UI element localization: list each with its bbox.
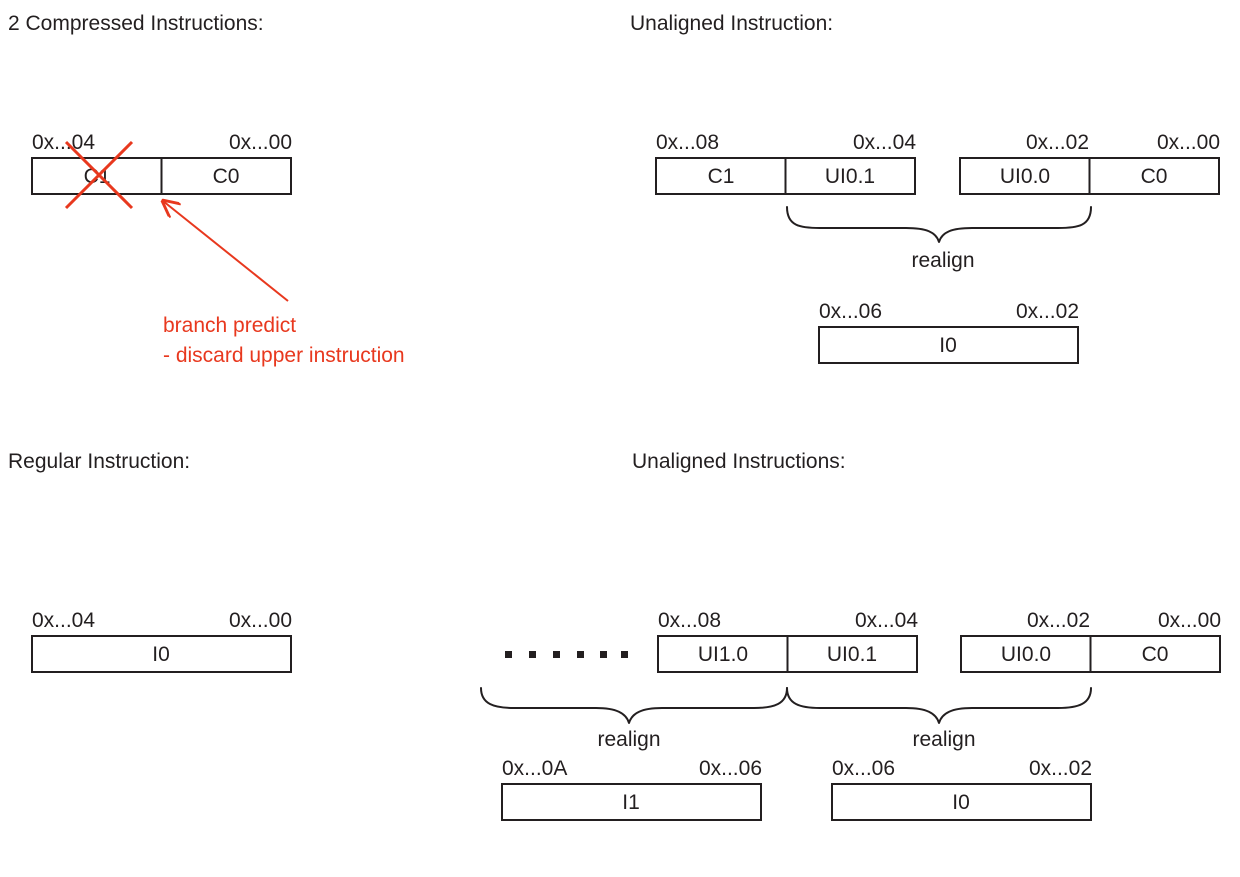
- panel-regular-instruction: Regular Instruction: 0x...04 0x...00 I0: [8, 450, 292, 673]
- realign-label-right: realign: [912, 728, 975, 751]
- address-label-low: 0x...06: [699, 757, 762, 780]
- panel-compressed-instructions: 2 Compressed Instructions: 0x...04 0x...…: [8, 12, 405, 367]
- cell-ui0-1-label: UI0.1: [825, 165, 875, 188]
- heading-unaligned-single: Unaligned Instruction:: [630, 12, 833, 35]
- cell-ui0-0-label: UI0.0: [1000, 165, 1050, 188]
- instruction-i1-label: I1: [622, 791, 640, 814]
- cell-c0-label: C0: [213, 165, 240, 188]
- cell-c0-label: C0: [1142, 643, 1169, 666]
- annotation-line-2: - discard upper instruction: [163, 344, 405, 367]
- address-label-low: 0x...00: [1157, 131, 1220, 154]
- instruction-i0-label: I0: [939, 334, 957, 357]
- cell-ui0-1-label: UI0.1: [827, 643, 877, 666]
- address-label-high: 0x...08: [658, 609, 721, 632]
- cell-c1-label: C1: [708, 165, 735, 188]
- instruction-i0-label: I0: [152, 643, 170, 666]
- realign-label-left: realign: [597, 728, 660, 751]
- branch-predict-arrow: [163, 201, 289, 302]
- realigned-instruction-i0-box: [831, 783, 1092, 821]
- address-label-high: 0x...08: [656, 131, 719, 154]
- address-label-high: 0x...0A: [502, 757, 567, 780]
- discard-cross-icon: [64, 140, 134, 210]
- realign-brace-left: [480, 687, 788, 724]
- address-label-high: 0x...04: [32, 131, 95, 154]
- realigned-instruction-i1-box: [501, 783, 762, 821]
- cell-ui1-0-label: UI1.0: [698, 643, 748, 666]
- continuation-dots: ......: [505, 651, 628, 658]
- address-label-high: 0x...06: [832, 757, 895, 780]
- address-label-low: 0x...04: [853, 131, 916, 154]
- address-label-low: 0x...00: [229, 609, 292, 632]
- address-label-low: 0x...00: [1158, 609, 1221, 632]
- heading-unaligned-multi: Unaligned Instructions:: [632, 450, 846, 473]
- address-label-high: 0x...04: [32, 609, 95, 632]
- cell-c0-label: C0: [1141, 165, 1168, 188]
- realign-brace-right: [786, 687, 1092, 724]
- address-label-low: 0x...04: [855, 609, 918, 632]
- fetch-word-box: [31, 635, 292, 673]
- panel-unaligned-instruction: Unaligned Instruction: 0x...08 0x...04 C…: [630, 12, 1220, 364]
- heading-regular: Regular Instruction:: [8, 450, 190, 473]
- realign-brace: [786, 206, 1092, 243]
- address-label-low: 0x...02: [1029, 757, 1092, 780]
- address-label-low: 0x...00: [229, 131, 292, 154]
- address-label-low: 0x...02: [1016, 300, 1079, 323]
- heading-compressed: 2 Compressed Instructions:: [8, 12, 264, 35]
- address-label-high: 0x...02: [1026, 131, 1089, 154]
- cell-ui0-0-label: UI0.0: [1001, 643, 1051, 666]
- realigned-instruction-box: [818, 326, 1079, 364]
- realign-label: realign: [911, 249, 974, 272]
- address-label-high: 0x...06: [819, 300, 882, 323]
- panel-unaligned-instructions: Unaligned Instructions: ...... 0x...08 0…: [480, 450, 1221, 821]
- address-label-high: 0x...02: [1027, 609, 1090, 632]
- instruction-i0-label: I0: [952, 791, 970, 814]
- annotation-line-1: branch predict: [163, 314, 296, 337]
